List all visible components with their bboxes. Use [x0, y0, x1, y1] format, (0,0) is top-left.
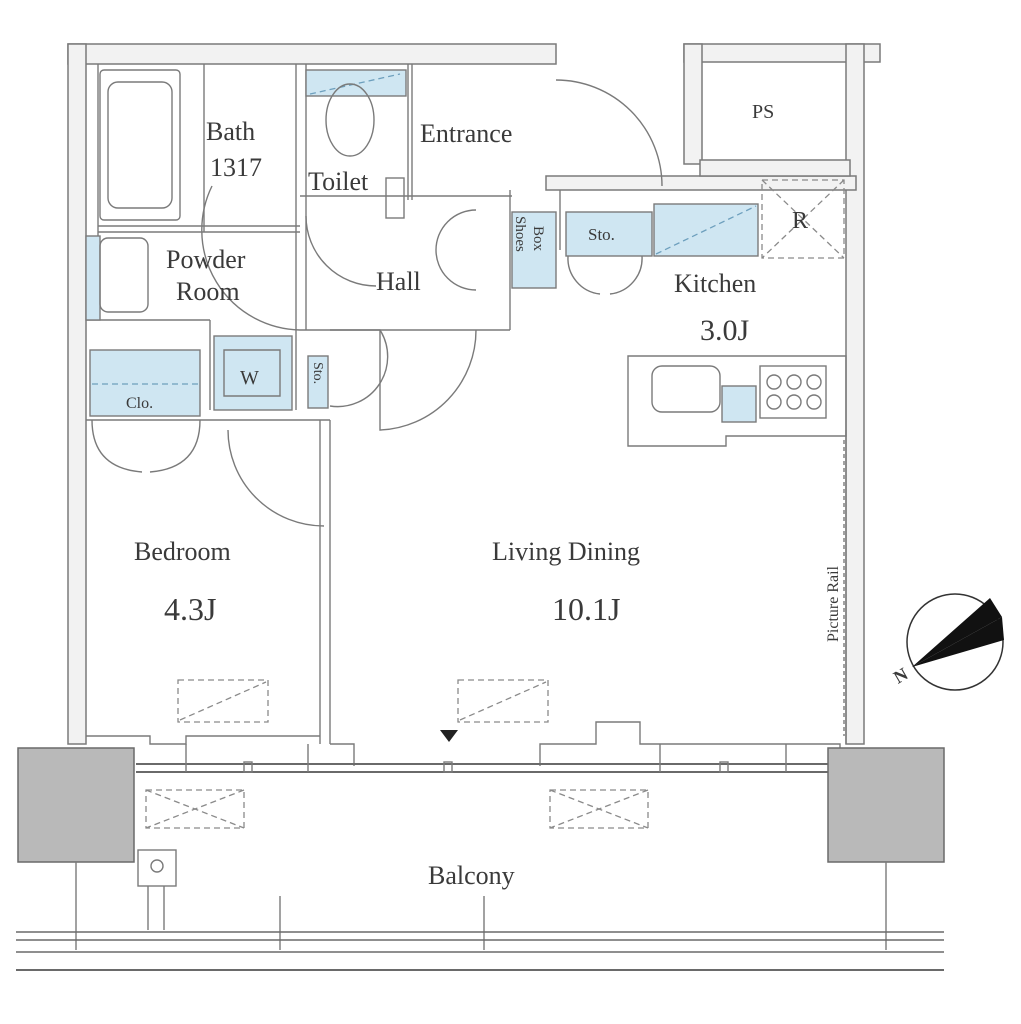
storage-kitchen-label: Sto.	[588, 225, 615, 244]
storage-small	[307, 355, 329, 409]
doors	[201, 79, 663, 527]
storage-kitchen	[565, 211, 653, 257]
washer-space	[213, 335, 293, 411]
toilet-fixture	[305, 69, 407, 219]
ceiling-markers	[177, 679, 549, 742]
powder-room-label-2: Room	[176, 277, 240, 306]
picture-rail-label: Picture Rail	[825, 565, 842, 642]
kitchen-label: Kitchen	[674, 269, 756, 298]
bath-size-label: 1317	[210, 153, 262, 182]
living-dining-size-label: 10.1J	[552, 591, 620, 627]
closet	[89, 349, 201, 473]
vanity-sink	[85, 235, 149, 321]
toilet-label: Toilet	[308, 167, 369, 196]
bathtub	[99, 69, 181, 221]
bedroom-label: Bedroom	[134, 537, 231, 566]
north-compass-icon	[906, 593, 1004, 691]
balcony-label: Balcony	[428, 861, 515, 890]
compass-north-label: N	[890, 664, 911, 688]
window-wall	[86, 721, 841, 773]
living-dining-label: Living Dining	[492, 537, 640, 566]
bedroom-size-label: 4.3J	[164, 591, 216, 627]
kitchen-counter	[627, 179, 847, 447]
shoes-box	[511, 211, 557, 289]
bath-label: Bath	[206, 117, 255, 146]
storage-small-label: Sto.	[310, 362, 325, 384]
hall-label: Hall	[376, 267, 421, 296]
ps-label: PS	[752, 101, 774, 123]
shoes-box-label-1: Shoes	[512, 216, 528, 252]
balcony-area	[16, 747, 945, 971]
shoes-box-label-2: Box	[530, 226, 546, 252]
refrigerator-label: R	[792, 208, 808, 234]
washer-label: W	[240, 367, 259, 389]
entrance-label: Entrance	[420, 119, 512, 148]
kitchen-size-label: 3.0J	[700, 314, 750, 347]
closet-label: Clo.	[126, 395, 153, 412]
powder-room-label-1: Powder	[166, 245, 246, 274]
